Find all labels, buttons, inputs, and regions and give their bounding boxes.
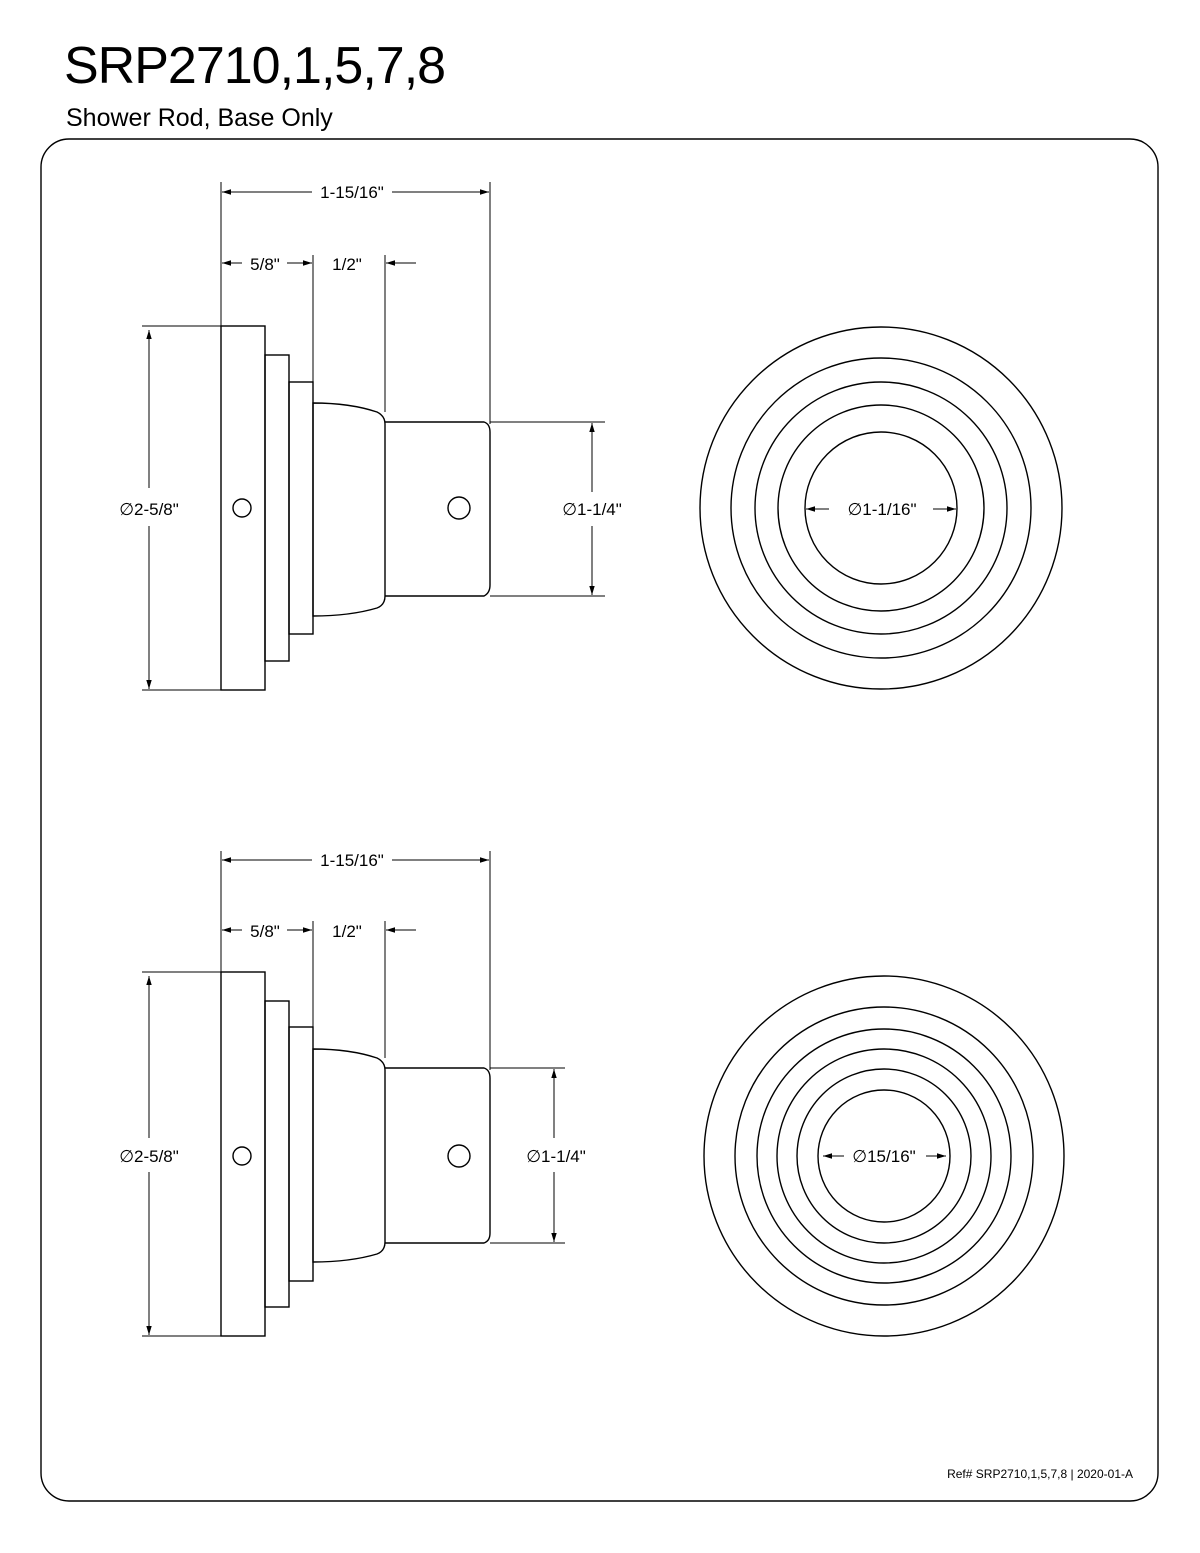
ring-outer bbox=[699, 326, 1063, 690]
drawing-border bbox=[40, 138, 1159, 1502]
dim-overall-length: 1-15/16" bbox=[320, 183, 384, 202]
screw-hole-rod bbox=[447, 1144, 471, 1168]
dim-inner-diameter: ∅1-1/16" bbox=[847, 500, 916, 519]
dim-rod-diameter: ∅1-1/4" bbox=[526, 1147, 586, 1166]
dim-flange-diameter: ∅2-5/8" bbox=[119, 1147, 179, 1166]
screw-hole-rod bbox=[447, 496, 471, 520]
flange bbox=[220, 971, 266, 1337]
flange-step-1 bbox=[264, 1000, 290, 1308]
screw-hole-flange bbox=[232, 1146, 252, 1166]
end-view-top: ∅1-1/16" bbox=[699, 326, 1063, 690]
ring-3 bbox=[756, 1028, 1012, 1284]
ring-4 bbox=[777, 404, 985, 612]
screw-hole-flange bbox=[232, 498, 252, 518]
flange-step-2 bbox=[288, 1026, 314, 1282]
rod-end bbox=[385, 421, 491, 597]
dim-flange-diameter: ∅2-5/8" bbox=[119, 500, 179, 519]
dim-neck-depth: 1/2" bbox=[332, 922, 362, 941]
tapered-neck bbox=[312, 1048, 386, 1263]
ring-5 bbox=[796, 1068, 972, 1244]
tapered-neck bbox=[312, 402, 386, 617]
ring-inner bbox=[817, 1089, 951, 1223]
dim-overall-length: 1-15/16" bbox=[320, 851, 384, 870]
ring-2 bbox=[730, 357, 1032, 659]
flange bbox=[220, 325, 266, 691]
ring-outer bbox=[703, 975, 1065, 1337]
dim-flange-depth: 5/8" bbox=[250, 922, 280, 941]
side-view-top: 1-15/16" 5/8" 1/2" ∅2-5/8" ∅1-1/4" bbox=[119, 182, 622, 691]
flange-step-1 bbox=[264, 354, 290, 662]
side-view-bottom: 1-15/16" 5/8" 1/2" ∅2-5/8" ∅1-1/4" bbox=[119, 851, 586, 1337]
dim-flange-depth: 5/8" bbox=[250, 255, 280, 274]
dim-neck-depth: 1/2" bbox=[332, 255, 362, 274]
end-view-bottom: ∅15/16" bbox=[703, 975, 1065, 1337]
dim-inner-diameter: ∅15/16" bbox=[852, 1147, 915, 1166]
ring-2 bbox=[734, 1006, 1034, 1306]
dim-rod-diameter: ∅1-1/4" bbox=[562, 500, 622, 519]
reference-note: Ref# SRP2710,1,5,7,8 | 2020-01-A bbox=[947, 1467, 1133, 1481]
rod-end bbox=[385, 1067, 491, 1244]
model-title: SRP2710,1,5,7,8 bbox=[64, 37, 446, 95]
ring-4 bbox=[776, 1048, 992, 1264]
ring-3 bbox=[754, 381, 1008, 635]
flange-step-2 bbox=[288, 381, 314, 635]
ring-inner bbox=[804, 431, 958, 585]
product-description: Shower Rod, Base Only bbox=[66, 104, 333, 132]
